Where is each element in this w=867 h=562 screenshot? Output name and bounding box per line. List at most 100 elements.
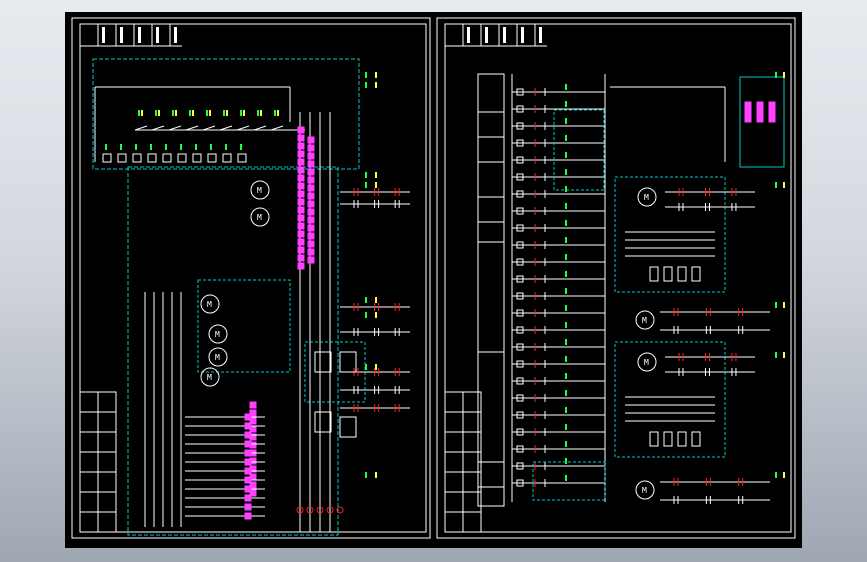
label-mark (172, 110, 174, 116)
motor-circle (200, 367, 220, 387)
terminal (244, 422, 252, 430)
terminal (297, 150, 305, 158)
terminal (244, 485, 252, 493)
terminal (307, 232, 315, 240)
label-mark (565, 475, 567, 481)
cabinet-outline (127, 166, 339, 536)
label-mark (138, 110, 140, 116)
label-mark (365, 312, 367, 318)
terminal (297, 230, 305, 238)
motor-glyph: M (257, 186, 262, 195)
label-mark (105, 144, 107, 150)
terminal (249, 409, 257, 417)
terminal (249, 417, 257, 425)
coil (516, 292, 524, 300)
contact-row (660, 496, 770, 504)
relay-coil (102, 153, 112, 163)
title-strip-text (485, 27, 488, 43)
coil (516, 156, 524, 164)
label-mark (783, 182, 785, 188)
contact-row (660, 308, 770, 316)
motor-symbol: M (637, 352, 657, 372)
switch-contact (151, 125, 165, 131)
relay-coil (237, 153, 247, 163)
coil (516, 241, 524, 249)
label-mark (565, 186, 567, 192)
fuse-symbol (306, 506, 314, 514)
label-mark (783, 352, 785, 358)
terminal (244, 431, 252, 439)
interlock-outline (553, 109, 605, 191)
motor-glyph: M (644, 193, 649, 202)
relay-coil (117, 153, 127, 163)
terminal (307, 224, 315, 232)
fuse-symbol (326, 506, 334, 514)
motor-symbol: M (208, 347, 228, 367)
coil (516, 343, 524, 351)
terminal (307, 200, 315, 208)
terminal (297, 166, 305, 174)
coil (516, 224, 524, 232)
contact-row (665, 368, 755, 376)
relay-coil (132, 153, 142, 163)
relay-coil (147, 153, 157, 163)
coil (516, 411, 524, 419)
coil (516, 428, 524, 436)
terminal (307, 152, 315, 160)
title-strip-text (539, 27, 542, 43)
title-strip-text (467, 27, 470, 43)
breaker-pole (744, 101, 752, 123)
label-mark (226, 110, 228, 116)
label-mark (375, 172, 377, 178)
coil (516, 105, 524, 113)
label-mark (189, 110, 191, 116)
terminal (307, 248, 315, 256)
label-mark (783, 72, 785, 78)
terminal (297, 182, 305, 190)
label-mark (210, 144, 212, 150)
label-mark (565, 424, 567, 430)
label-mark (775, 182, 777, 188)
transformer (314, 351, 332, 373)
terminal (244, 413, 252, 421)
label-mark (775, 472, 777, 478)
label-mark (565, 84, 567, 90)
label-mark (565, 237, 567, 243)
terminal (297, 174, 305, 182)
breaker-pole (756, 101, 764, 123)
terminal (307, 168, 315, 176)
label-mark (155, 110, 157, 116)
inner-border (79, 23, 427, 533)
label-mark (565, 305, 567, 311)
label-mark (565, 220, 567, 226)
label-mark (375, 312, 377, 318)
contact-row (665, 353, 755, 361)
contact-row (340, 328, 410, 336)
label-mark (565, 441, 567, 447)
motor-circle (635, 310, 655, 330)
label-mark (150, 144, 152, 150)
motor-circle (208, 347, 228, 367)
motor-symbol: M (250, 180, 270, 200)
contact-row (340, 404, 410, 412)
fuse-symbol (336, 506, 344, 514)
motor-group: M (614, 341, 755, 458)
label-mark (565, 407, 567, 413)
coil (516, 88, 524, 96)
switch-contact (270, 125, 284, 131)
label-mark (175, 110, 177, 116)
transformer (314, 411, 332, 433)
contact-row (340, 200, 410, 208)
terminal (249, 401, 257, 409)
relay-coil (162, 153, 172, 163)
motor-group-border (614, 176, 726, 293)
coil (516, 377, 524, 385)
label-mark (775, 352, 777, 358)
breaker-pole (768, 101, 776, 123)
label-mark (209, 110, 211, 116)
motor-group-outline (197, 279, 291, 373)
label-mark (195, 144, 197, 150)
